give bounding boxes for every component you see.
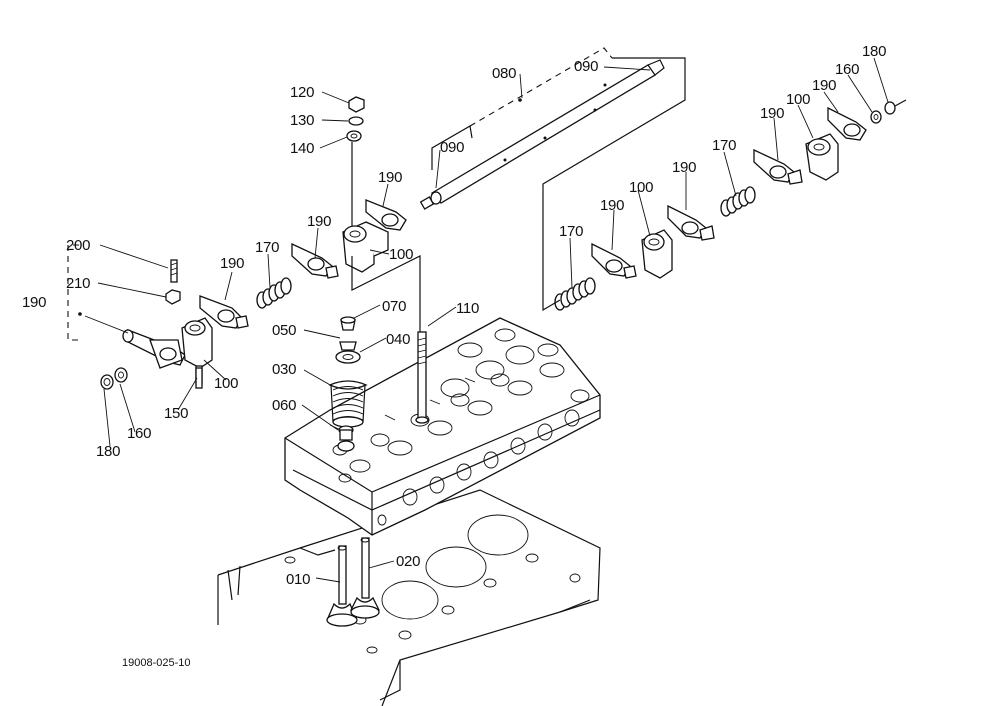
rocker-arm-8	[827, 106, 867, 141]
label-180-right: 180	[862, 43, 886, 60]
group-bracket-lines	[67, 47, 686, 341]
washer-160-right	[870, 110, 882, 124]
label-160-right: 160	[835, 61, 859, 78]
adjust-screw-200	[170, 259, 178, 283]
collet-050	[339, 341, 357, 351]
part-labels: 200 210 190 180 160 150 100 190 170 190 …	[22, 43, 886, 588]
label-150: 150	[164, 405, 188, 422]
label-180-left: 180	[96, 443, 120, 460]
label-030: 030	[272, 361, 296, 378]
label-170-right-lower: 170	[559, 223, 583, 240]
cylinder-block	[217, 489, 601, 706]
clip-180-left	[100, 374, 114, 390]
rocker-shaft-080	[430, 59, 665, 205]
label-070: 070	[382, 298, 406, 315]
washer-160-left	[114, 367, 128, 383]
label-100-left: 100	[214, 375, 238, 392]
washer-140	[346, 130, 362, 142]
stud-110	[415, 331, 429, 424]
label-190-far-left: 190	[22, 294, 46, 311]
pin-150	[195, 367, 203, 389]
rocker-arm-left	[122, 329, 186, 369]
label-050: 050	[272, 322, 296, 339]
label-020: 020	[396, 553, 420, 570]
valve-cap-070	[340, 316, 356, 331]
clip-180-right	[884, 99, 907, 115]
spring-170-left	[256, 277, 292, 309]
spring-170-right-upper	[720, 186, 756, 217]
rocker-bracket-center	[342, 221, 389, 273]
label-210: 210	[66, 275, 90, 292]
rocker-arm-4	[365, 199, 407, 231]
label-190-right-4: 190	[812, 77, 836, 94]
rocker-bracket-right-1	[641, 229, 673, 279]
nut-210	[165, 289, 181, 305]
label-060: 060	[272, 397, 296, 414]
rocker-arm-6	[667, 204, 715, 241]
label-190-left-2: 190	[220, 255, 244, 272]
label-200: 200	[66, 237, 90, 254]
label-120: 120	[290, 84, 314, 101]
spring-030	[328, 380, 368, 428]
nut-120	[348, 96, 365, 113]
rocker-arm-3	[291, 242, 339, 279]
label-130: 130	[290, 112, 314, 129]
spring-170-right-lower	[554, 277, 596, 311]
label-190-right-3: 190	[760, 105, 784, 122]
label-160-left: 160	[127, 425, 151, 442]
label-190-right-1: 190	[600, 197, 624, 214]
rocker-arm-5	[591, 242, 637, 279]
label-110: 110	[456, 300, 479, 317]
label-040: 040	[386, 331, 410, 348]
washer-130	[348, 116, 364, 126]
rocker-arm-2	[199, 295, 249, 329]
spring-retainer-040	[335, 350, 361, 364]
figure-id: 19008-025-10	[122, 657, 191, 669]
label-170-right-upper: 170	[712, 137, 736, 154]
label-090-left: 090	[440, 139, 464, 156]
valve-020	[350, 537, 380, 619]
stem-seal-060	[337, 425, 355, 452]
leader-lines	[78, 57, 889, 583]
label-010: 010	[286, 571, 310, 588]
label-090-right: 090	[574, 58, 598, 75]
label-140: 140	[290, 140, 314, 157]
label-190-center: 190	[378, 169, 402, 186]
rocker-bracket-right-2	[805, 133, 839, 181]
cylinder-head	[284, 317, 601, 536]
label-100-center: 100	[389, 246, 413, 263]
label-100-right-2: 100	[786, 91, 810, 108]
rocker-arm-7	[753, 148, 803, 185]
label-100-right-1: 100	[629, 179, 653, 196]
label-190-right-2: 190	[672, 159, 696, 176]
label-170-left: 170	[255, 239, 279, 256]
label-190-left-3: 190	[307, 213, 331, 230]
valve-010	[326, 545, 358, 627]
label-080: 080	[492, 65, 516, 82]
plug-090-left	[419, 196, 435, 210]
